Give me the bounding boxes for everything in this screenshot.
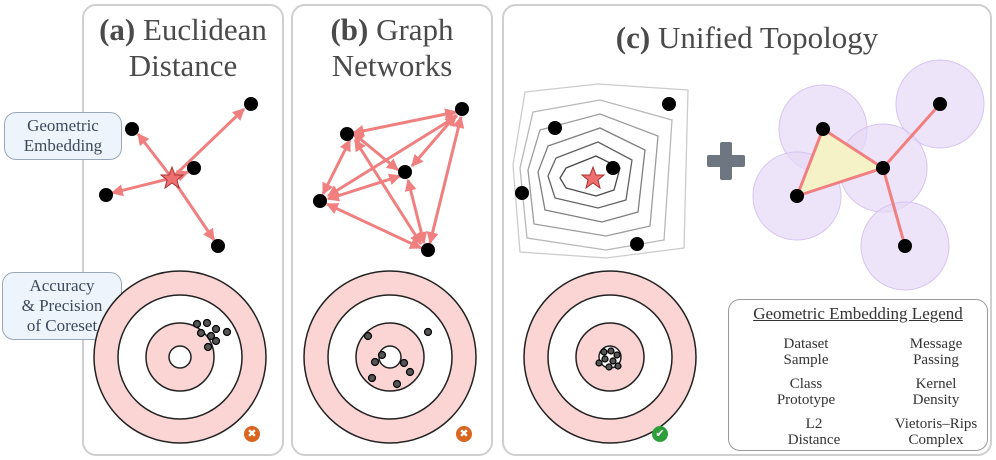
panel-c-tag: (c) — [615, 20, 651, 55]
legend-message-label: Message Passing — [890, 336, 982, 368]
dataset-sample — [515, 186, 529, 200]
panel-b-title-line2: Networks — [331, 48, 453, 83]
panel-a-title: (a) Euclidean Distance — [84, 12, 282, 84]
dataset-sample — [548, 121, 562, 135]
panel-c-title-text: Unified Topology — [657, 20, 879, 55]
row-label-embedding-line1: Geometric — [27, 116, 99, 135]
message-arrow — [326, 173, 402, 202]
dataset-sample — [816, 122, 830, 136]
dataset-sample — [125, 122, 139, 136]
panel-b-title: (b) Graph Networks — [293, 12, 491, 84]
dataset-sample — [398, 165, 412, 179]
legend-box: Geometric Embedding Legend — [728, 299, 988, 451]
row-label-accuracy-line3: of Coreset — [26, 316, 98, 335]
vietoris-rips-complex — [752, 59, 985, 291]
panel-c-title: (c) Unified Topology — [504, 20, 990, 56]
legend-kde-line1: Kernel — [915, 376, 957, 392]
dataset-sample — [933, 97, 947, 111]
panel-b-title-line1: Graph — [376, 12, 454, 47]
class-prototype-star — [580, 165, 606, 190]
legend-vr-line2: Complex — [908, 432, 964, 448]
dataset-sample — [99, 188, 113, 202]
legend-kde-label: Kernel Density — [890, 376, 982, 408]
panel-a-title-line2: Distance — [128, 48, 238, 83]
class-prototype-star — [159, 165, 185, 190]
l2-arrow — [170, 107, 246, 180]
legend-sample-line1: Dataset — [783, 336, 829, 352]
dataset-sample — [187, 161, 201, 175]
cross-icon: ✖ — [244, 426, 260, 442]
dataset-sample — [898, 239, 912, 253]
legend-l2-line2: Distance — [787, 432, 841, 448]
legend-prototype-label: Class Prototype — [768, 376, 844, 408]
check-icon: ✔ — [652, 426, 668, 442]
legend-sample-label: Dataset Sample — [768, 336, 844, 368]
message-arrow — [352, 131, 399, 172]
dataset-sample — [244, 97, 258, 111]
legend-title: Geometric Embedding Legend — [753, 304, 963, 323]
dataset-sample — [662, 97, 676, 111]
dataset-sample — [455, 102, 469, 116]
dataset-sample — [421, 243, 435, 257]
kernel-density-contours — [512, 83, 689, 259]
dataset-sample — [606, 161, 620, 175]
legend-sample-line2: Sample — [783, 352, 829, 368]
target-b — [303, 270, 477, 444]
panel-a-tag: (a) — [99, 12, 136, 47]
dataset-sample — [790, 189, 804, 203]
legend-message-line1: Message — [909, 336, 963, 352]
row-label-accuracy-line1: Accuracy — [29, 276, 95, 295]
dataset-sample — [340, 127, 354, 141]
message-arrow — [426, 115, 465, 245]
legend-l2-line1: L2 — [805, 416, 823, 432]
legend-l2-label: L2 Distance — [784, 416, 844, 448]
panel-b-tag: (b) — [330, 12, 369, 47]
dataset-sample — [211, 239, 225, 253]
dataset-sample — [876, 161, 890, 175]
target-a — [93, 270, 267, 444]
target-c — [523, 270, 697, 444]
cross-icon: ✖ — [456, 426, 472, 442]
message-arrow — [351, 108, 458, 137]
dataset-sample — [313, 194, 327, 208]
l2-arrow — [136, 133, 174, 179]
legend-vr-label: Vietoris–Rips Complex — [888, 416, 984, 448]
row-label-embedding-line2: Embedding — [23, 136, 103, 155]
legend-prototype-line2: Prototype — [776, 392, 836, 408]
panel-a-title-line1: Euclidean — [142, 12, 267, 47]
row-label-embedding: Geometric Embedding — [4, 112, 122, 160]
row-label-accuracy-line2: & Precision — [21, 296, 103, 315]
legend-kde-line2: Density — [912, 392, 960, 408]
plus-icon — [707, 142, 745, 180]
dataset-sample — [630, 237, 644, 251]
legend-vr-line1: Vietoris–Rips — [894, 416, 978, 432]
l2-arrow — [110, 176, 173, 197]
legend-message-line2: Passing — [913, 352, 959, 368]
legend-prototype-line1: Class — [789, 376, 823, 392]
message-arrow — [325, 202, 423, 250]
graph-embedding — [321, 108, 465, 250]
